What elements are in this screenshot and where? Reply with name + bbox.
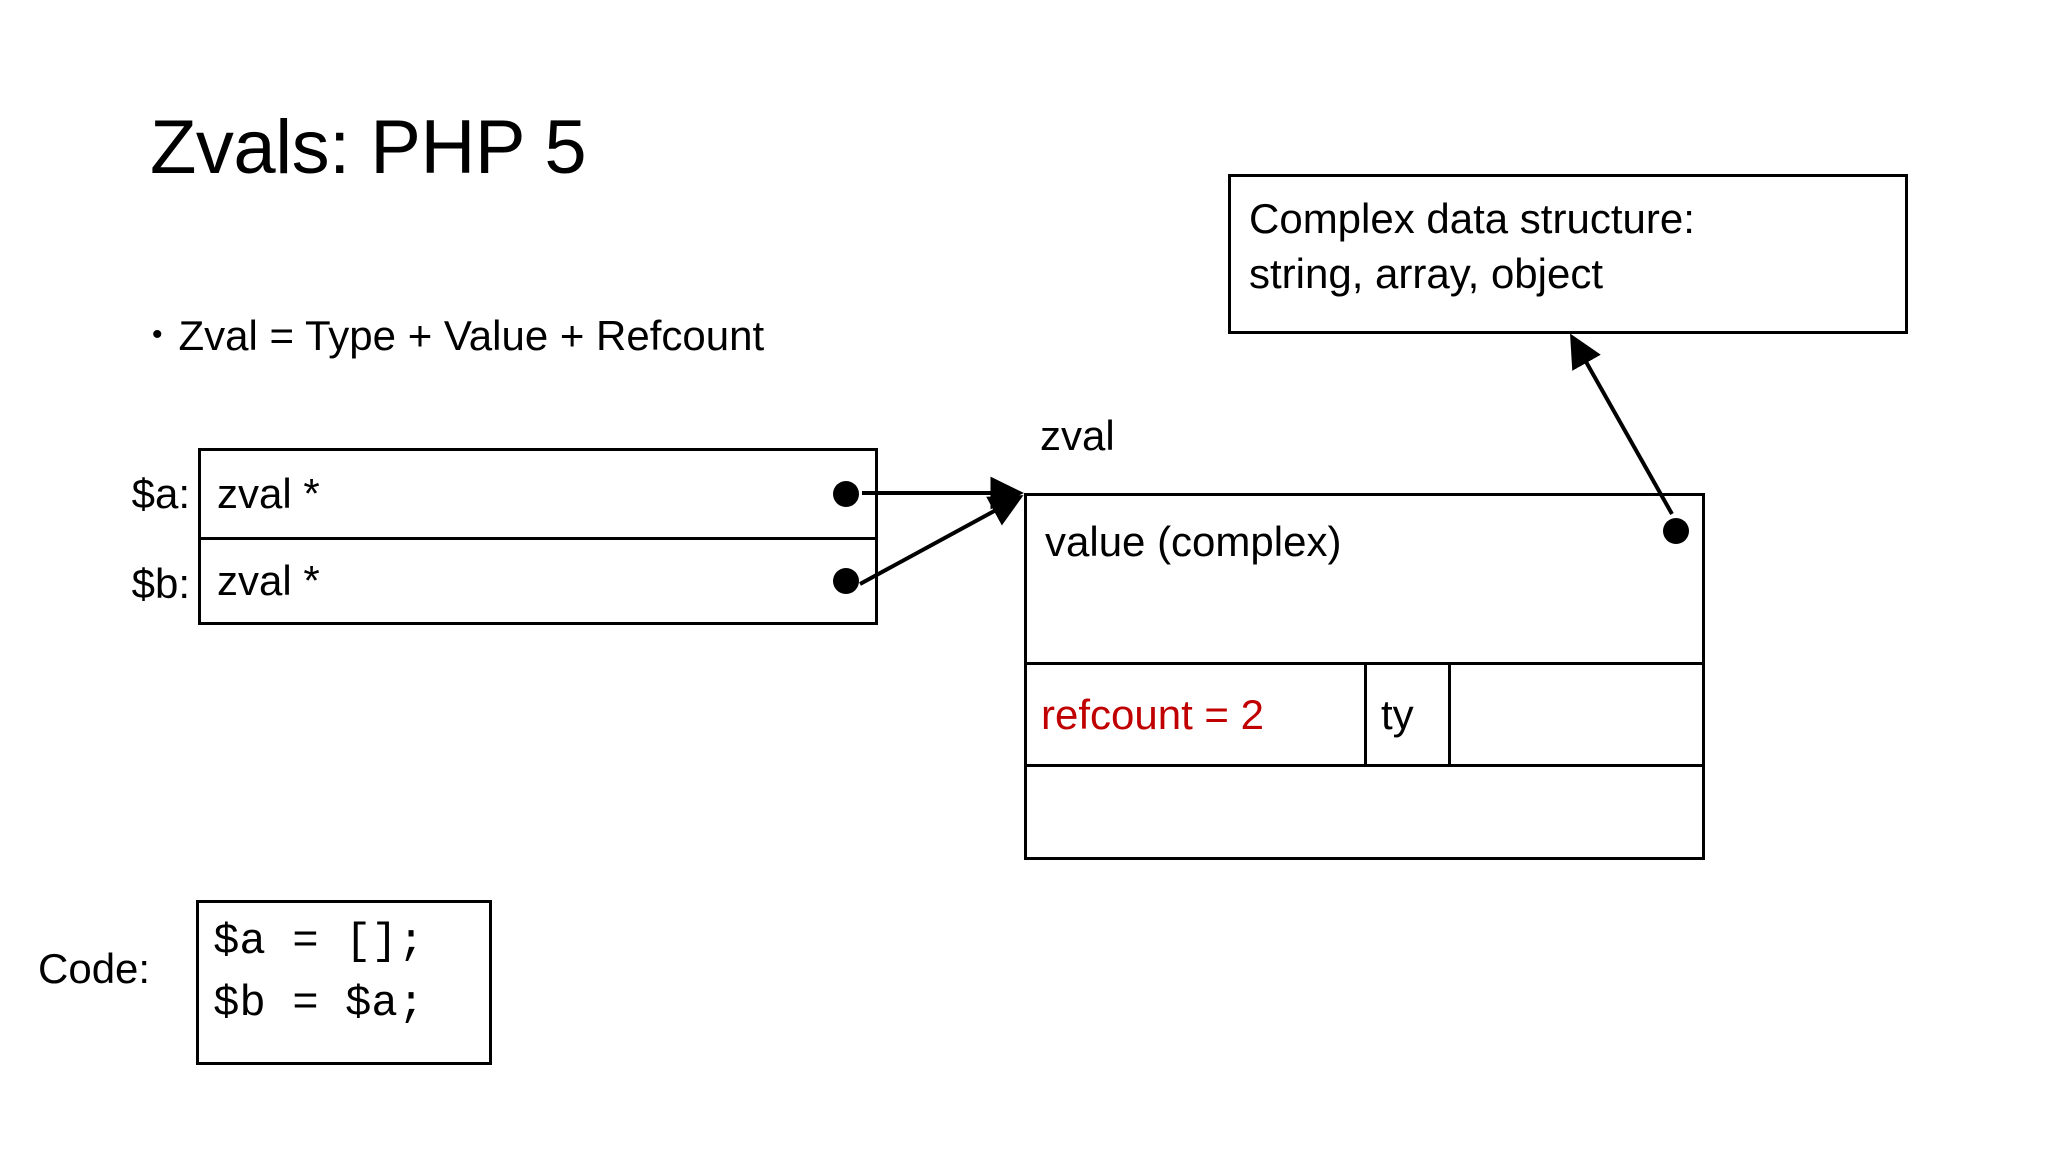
zval-refcount-text: refcount = 2 (1041, 690, 1264, 738)
callout-box: Complex data structure: string, array, o… (1228, 174, 1908, 334)
zval-type-cell: ty (1364, 665, 1448, 764)
pointer-table: zval * zval * (198, 448, 878, 625)
zval-header-row: refcount = 2 ty (1027, 662, 1702, 767)
zval-struct-box: value (complex) refcount = 2 ty (1024, 493, 1705, 860)
zval-refcount-cell: refcount = 2 (1027, 665, 1364, 764)
code-line-1: $a = []; (213, 917, 425, 967)
code-box: $a = []; $b = $a; (196, 900, 492, 1065)
arrow-value-to-callout (1570, 333, 1674, 515)
code-label: Code: (38, 945, 151, 992)
callout-line-2: string, array, object (1249, 250, 1604, 298)
page-title: Zvals: PHP 5 (150, 105, 587, 190)
bullet-marker-icon: • (152, 318, 163, 351)
pointer-type-b: zval * (217, 556, 320, 604)
variable-label-a: $a: (131, 470, 190, 517)
pointer-row-a: zval * (201, 451, 875, 537)
arrow-b-to-zval (859, 495, 1024, 586)
pointer-dot-a (833, 480, 859, 507)
pointer-type-a: zval * (217, 469, 320, 517)
zval-label: zval (1040, 412, 1115, 459)
pointer-dot-b (833, 567, 859, 594)
variable-label-b: $b: (131, 560, 190, 607)
zval-value-row: value (complex) (1027, 496, 1702, 662)
zval-reserved-cell (1448, 665, 1702, 764)
zval-bottom-row (1027, 767, 1702, 854)
bullet-text: Zval = Type + Value + Refcount (178, 312, 765, 359)
bullet-list-item: • Zval = Type + Value + Refcount (152, 312, 764, 360)
pointer-row-b: zval * (201, 536, 875, 623)
zval-type-text: ty (1381, 690, 1414, 738)
zval-value-pointer-dot (1663, 518, 1689, 544)
code-line-2: $b = $a; (213, 979, 425, 1030)
zval-value-text: value (complex) (1045, 518, 1342, 565)
callout-line-1: Complex data structure: (1249, 195, 1695, 242)
